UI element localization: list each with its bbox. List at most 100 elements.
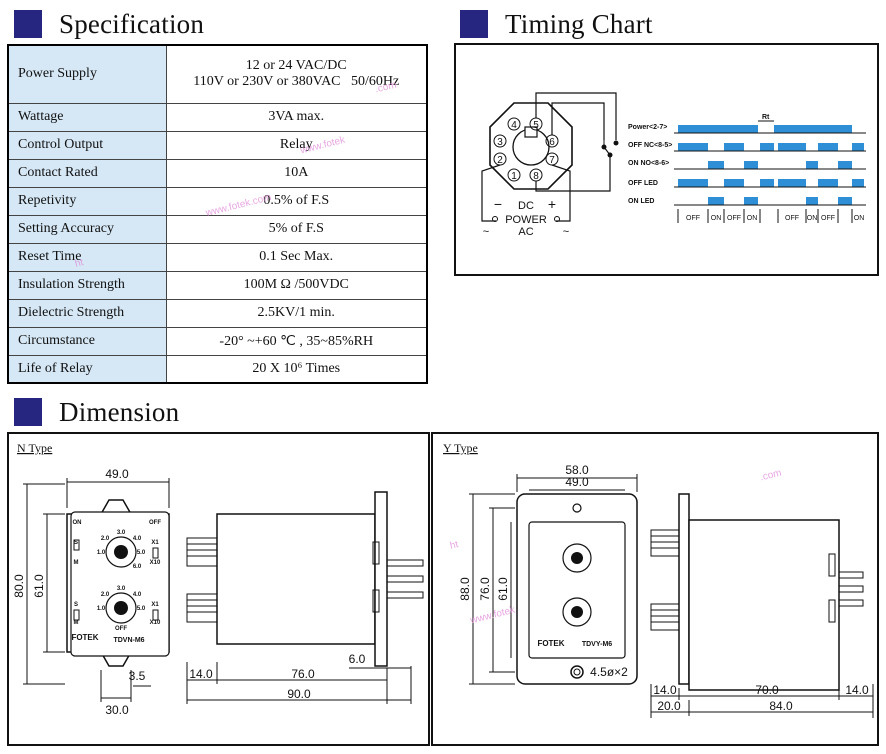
n-type-drawing: N Type ON OFF S M X1 X10 S M X1 X10 3.0 … xyxy=(12,441,424,717)
face-x1: X1 xyxy=(151,540,159,546)
spec-label: Dielectric Strength xyxy=(7,298,167,328)
y-type-label: Y Type xyxy=(443,441,478,455)
spec-value: 0.5% of F.S xyxy=(165,186,428,216)
spec-value: 100M Ω /500VDC xyxy=(165,270,428,300)
spec-label: Wattage xyxy=(7,102,167,132)
dim-label: 4.5ø×2 xyxy=(590,665,628,679)
ac-tilde: ~ xyxy=(563,226,569,238)
phase-label: OFF xyxy=(821,215,835,222)
face-m: M xyxy=(74,560,79,566)
face-x1: X1 xyxy=(151,602,159,608)
dial-tick: 3.0 xyxy=(117,530,126,536)
ac-label: AC xyxy=(518,226,533,238)
spec-label: Life of Relay xyxy=(7,354,167,384)
pin-label: 3 xyxy=(497,137,503,148)
spec-value: 3VA max. xyxy=(165,102,428,132)
phase-label: ON xyxy=(854,215,865,222)
pin-label: 7 xyxy=(549,155,555,166)
section-bullet-icon xyxy=(14,10,42,38)
dial-tick: 5.0 xyxy=(137,606,146,612)
dial-tick: 5.0 xyxy=(137,550,146,556)
dim-label: 49.0 xyxy=(105,467,129,481)
mount-hole-icon xyxy=(572,503,582,513)
pin-label: 8 xyxy=(533,171,539,182)
dim-label: 76.0 xyxy=(291,667,315,681)
spec-value: 10A xyxy=(165,158,428,188)
spec-value: 5% of F.S xyxy=(165,214,428,244)
rt-label: Rt xyxy=(762,114,770,121)
spec-value: Relay xyxy=(165,130,428,160)
pin-label: 6 xyxy=(549,137,555,148)
face-x10: X10 xyxy=(150,620,161,626)
spec-value: 12 or 24 VAC/DC 110V or 230V or 380VAC 5… xyxy=(165,44,428,104)
dial-tick: 3.0 xyxy=(117,586,126,592)
dim-label: 14.0 xyxy=(653,683,677,697)
timing-diagram: 4 5 3 6 2 7 1 8 − DC + POWER ~ AC ~ xyxy=(481,92,866,238)
model-label: TDVY-M6 xyxy=(582,641,612,648)
dial-tick: 1.0 xyxy=(97,606,106,612)
spec-label: Control Output xyxy=(7,130,167,160)
n-type-label: N Type xyxy=(17,441,52,455)
dc-label: DC xyxy=(518,200,534,212)
dim-label: 3.5 xyxy=(129,669,146,683)
dim-label: 84.0 xyxy=(769,699,793,713)
model-label: TDVN-M6 xyxy=(113,637,144,644)
phase-label: ON xyxy=(747,215,758,222)
side-panel xyxy=(374,491,388,667)
dial-tick: OFF xyxy=(115,626,127,632)
signal-label: OFF LED xyxy=(628,180,658,187)
dimension-heading: Dimension xyxy=(14,396,179,428)
ac-tilde: ~ xyxy=(483,226,489,238)
phase-label: ON xyxy=(711,215,722,222)
face-s: S xyxy=(74,540,78,546)
dim-label: 6.0 xyxy=(349,652,366,666)
brand-logo: FOTEK xyxy=(71,633,98,642)
socket-outline xyxy=(489,102,573,190)
dial-tick: 4.0 xyxy=(133,536,142,542)
side-body xyxy=(216,513,376,645)
dim-label: 30.0 xyxy=(105,703,129,717)
signal-label: Power<2-7> xyxy=(628,124,667,131)
spec-value-line2: 110V or 230V or 380VAC 50/60Hz xyxy=(193,74,400,90)
dc-minus: − xyxy=(494,196,502,212)
dim-label: 90.0 xyxy=(287,687,311,701)
dim-label: 76.0 xyxy=(478,577,492,601)
spec-value: -20° ~+60 ℃ , 35~85%RH xyxy=(165,326,428,356)
spec-label: Power Supply xyxy=(7,44,167,104)
timing-panel: 4 5 3 6 2 7 1 8 − DC + POWER ~ AC ~ xyxy=(454,43,879,276)
spec-value: 0.1 Sec Max. xyxy=(165,242,428,272)
spec-title: Specification xyxy=(59,8,205,39)
waveforms xyxy=(678,125,864,205)
timing-heading: Timing Chart xyxy=(460,8,653,40)
y-type-drawing: Y Type TDVY-M6 FOTEK 58.0 49.0 88.0 76.0… xyxy=(443,441,874,718)
pin-label: 2 xyxy=(497,155,503,166)
spec-label: Setting Accuracy xyxy=(7,214,167,244)
signal-label: ON LED xyxy=(628,198,654,205)
face-on: ON xyxy=(73,520,82,526)
signal-label: OFF NC<8-5> xyxy=(628,142,672,149)
spec-label: Circumstance xyxy=(7,326,167,356)
spec-heading: Specification xyxy=(14,8,204,40)
dim-label: 61.0 xyxy=(496,577,510,601)
power-label: POWER xyxy=(505,214,547,226)
dim-label: 49.0 xyxy=(565,475,589,489)
face-m: M xyxy=(74,620,79,626)
y-type-panel: Y Type TDVY-M6 FOTEK 58.0 49.0 88.0 76.0… xyxy=(431,432,879,746)
dial-tick: 4.0 xyxy=(133,592,142,598)
spec-label: Insulation Strength xyxy=(7,270,167,300)
dial-tick: 2.0 xyxy=(101,536,110,542)
section-bullet-icon xyxy=(14,398,42,426)
mount-hole-icon xyxy=(570,665,584,679)
spec-table: Power Supply 12 or 24 VAC/DC 110V or 230… xyxy=(7,44,428,384)
dial-tick: 1.0 xyxy=(97,550,106,556)
dim-label: 80.0 xyxy=(12,574,26,598)
dim-label: 14.0 xyxy=(189,667,213,681)
pin-label: 1 xyxy=(511,171,517,182)
